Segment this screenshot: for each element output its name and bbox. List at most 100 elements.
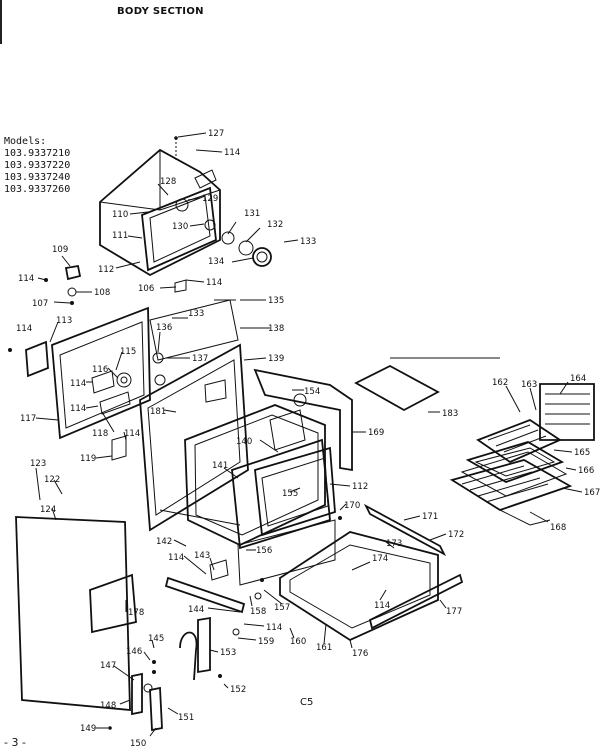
part-label: 136 bbox=[156, 323, 172, 333]
part-label: 158 bbox=[250, 607, 266, 617]
part-label: 181 bbox=[150, 407, 166, 417]
part-label: 146 bbox=[126, 647, 142, 657]
model-number: 103.9337220 bbox=[4, 160, 71, 171]
part-label: 108 bbox=[94, 288, 110, 298]
part-label: 107 bbox=[32, 299, 48, 309]
part-label: 114 bbox=[206, 278, 222, 288]
part-label: 163 bbox=[521, 380, 537, 390]
part-label: 153 bbox=[220, 648, 236, 658]
part-label: 128 bbox=[160, 177, 176, 187]
part-label: 143 bbox=[194, 551, 210, 561]
part-label: 160 bbox=[290, 637, 306, 647]
part-label: 154 bbox=[304, 387, 320, 397]
part-label: 106 bbox=[138, 284, 154, 294]
model-number: 103.9337240 bbox=[4, 172, 71, 183]
oven-body bbox=[159, 368, 353, 586]
part-label: 155 bbox=[282, 489, 298, 499]
bottom-left-panel bbox=[15, 516, 137, 711]
models-heading: Models: bbox=[4, 136, 47, 147]
part-label: 152 bbox=[230, 685, 246, 695]
part-label: 161 bbox=[316, 643, 332, 653]
part-label: 150 bbox=[130, 739, 146, 749]
part-label: 114 bbox=[70, 404, 86, 414]
part-label: 116 bbox=[92, 365, 108, 375]
part-label: 165 bbox=[574, 448, 590, 458]
part-label: 159 bbox=[258, 637, 274, 647]
part-label: 118 bbox=[92, 429, 108, 439]
diagram-code: C5 bbox=[300, 697, 314, 708]
part-label: 151 bbox=[178, 713, 194, 723]
bottom-hardware bbox=[108, 559, 262, 732]
part-number-labels: 127 114 128 129 110 130 131 132 111 133 … bbox=[16, 129, 600, 749]
model-number: 103.9337260 bbox=[4, 184, 71, 195]
part-label: 114 bbox=[374, 601, 390, 611]
control-panel bbox=[25, 306, 151, 461]
page-edge-mark bbox=[0, 0, 2, 44]
part-label: 176 bbox=[352, 649, 368, 659]
leader-lines bbox=[35, 132, 583, 737]
part-label: 134 bbox=[208, 257, 224, 267]
part-label: 114 bbox=[168, 553, 184, 563]
part-label: 177 bbox=[446, 607, 462, 617]
part-label: 114 bbox=[70, 379, 86, 389]
part-label: 173 bbox=[386, 539, 402, 549]
part-label: 114 bbox=[266, 623, 282, 633]
part-label: 111 bbox=[112, 231, 128, 241]
part-label: 123 bbox=[30, 459, 46, 469]
part-label: 133 bbox=[188, 309, 204, 319]
part-label: 122 bbox=[44, 475, 60, 485]
part-label: 140 bbox=[236, 437, 252, 447]
oven-racks bbox=[449, 383, 595, 526]
part-label: 170 bbox=[344, 501, 360, 511]
part-label: 178 bbox=[128, 608, 144, 618]
part-label: 169 bbox=[368, 428, 384, 438]
part-label: 139 bbox=[268, 354, 284, 364]
diagram-title: BODY SECTION bbox=[117, 6, 204, 17]
rear-panel bbox=[139, 299, 249, 532]
part-label: 114 bbox=[124, 429, 140, 439]
part-label: 115 bbox=[120, 347, 136, 357]
part-label: 129 bbox=[202, 194, 218, 204]
part-label: 112 bbox=[98, 265, 114, 275]
part-label: 138 bbox=[268, 324, 284, 334]
part-label: 131 bbox=[244, 209, 260, 219]
part-label: 172 bbox=[448, 530, 464, 540]
part-label: 144 bbox=[188, 605, 204, 615]
part-label: 137 bbox=[192, 354, 208, 364]
part-label: 127 bbox=[208, 129, 224, 139]
part-label: 164 bbox=[570, 374, 586, 384]
part-label: 110 bbox=[112, 210, 128, 220]
part-label: 171 bbox=[422, 512, 438, 522]
models-list: Models: 103.9337210 103.9337220 103.9337… bbox=[4, 136, 70, 196]
part-label: 135 bbox=[268, 296, 284, 306]
top-panel-183 bbox=[354, 357, 500, 412]
part-label: 157 bbox=[274, 603, 290, 613]
part-label: 145 bbox=[148, 634, 164, 644]
part-label: 119 bbox=[80, 454, 96, 464]
part-label: 113 bbox=[56, 316, 72, 326]
part-label: 168 bbox=[550, 523, 566, 533]
part-label: 166 bbox=[578, 466, 594, 476]
part-label: 148 bbox=[100, 701, 116, 711]
part-label: 124 bbox=[40, 505, 56, 515]
part-label: 114 bbox=[16, 324, 32, 334]
page-number: - 3 - bbox=[4, 736, 26, 749]
part-label: 147 bbox=[100, 661, 116, 671]
part-label: 114 bbox=[18, 274, 34, 284]
part-label: 162 bbox=[492, 378, 508, 388]
part-label: 167 bbox=[584, 488, 600, 498]
part-label: 117 bbox=[20, 414, 36, 424]
part-label: 114 bbox=[224, 148, 240, 158]
part-label: 156 bbox=[256, 546, 272, 556]
part-label: 130 bbox=[172, 222, 188, 232]
part-label: 109 bbox=[52, 245, 68, 255]
part-label: 112 bbox=[352, 482, 368, 492]
part-label: 141 bbox=[212, 461, 228, 471]
part-label: 149 bbox=[80, 724, 96, 734]
model-number: 103.9337210 bbox=[4, 148, 71, 159]
part-label: 132 bbox=[267, 220, 283, 230]
part-label: 133 bbox=[300, 237, 316, 247]
part-label: 174 bbox=[372, 554, 388, 564]
